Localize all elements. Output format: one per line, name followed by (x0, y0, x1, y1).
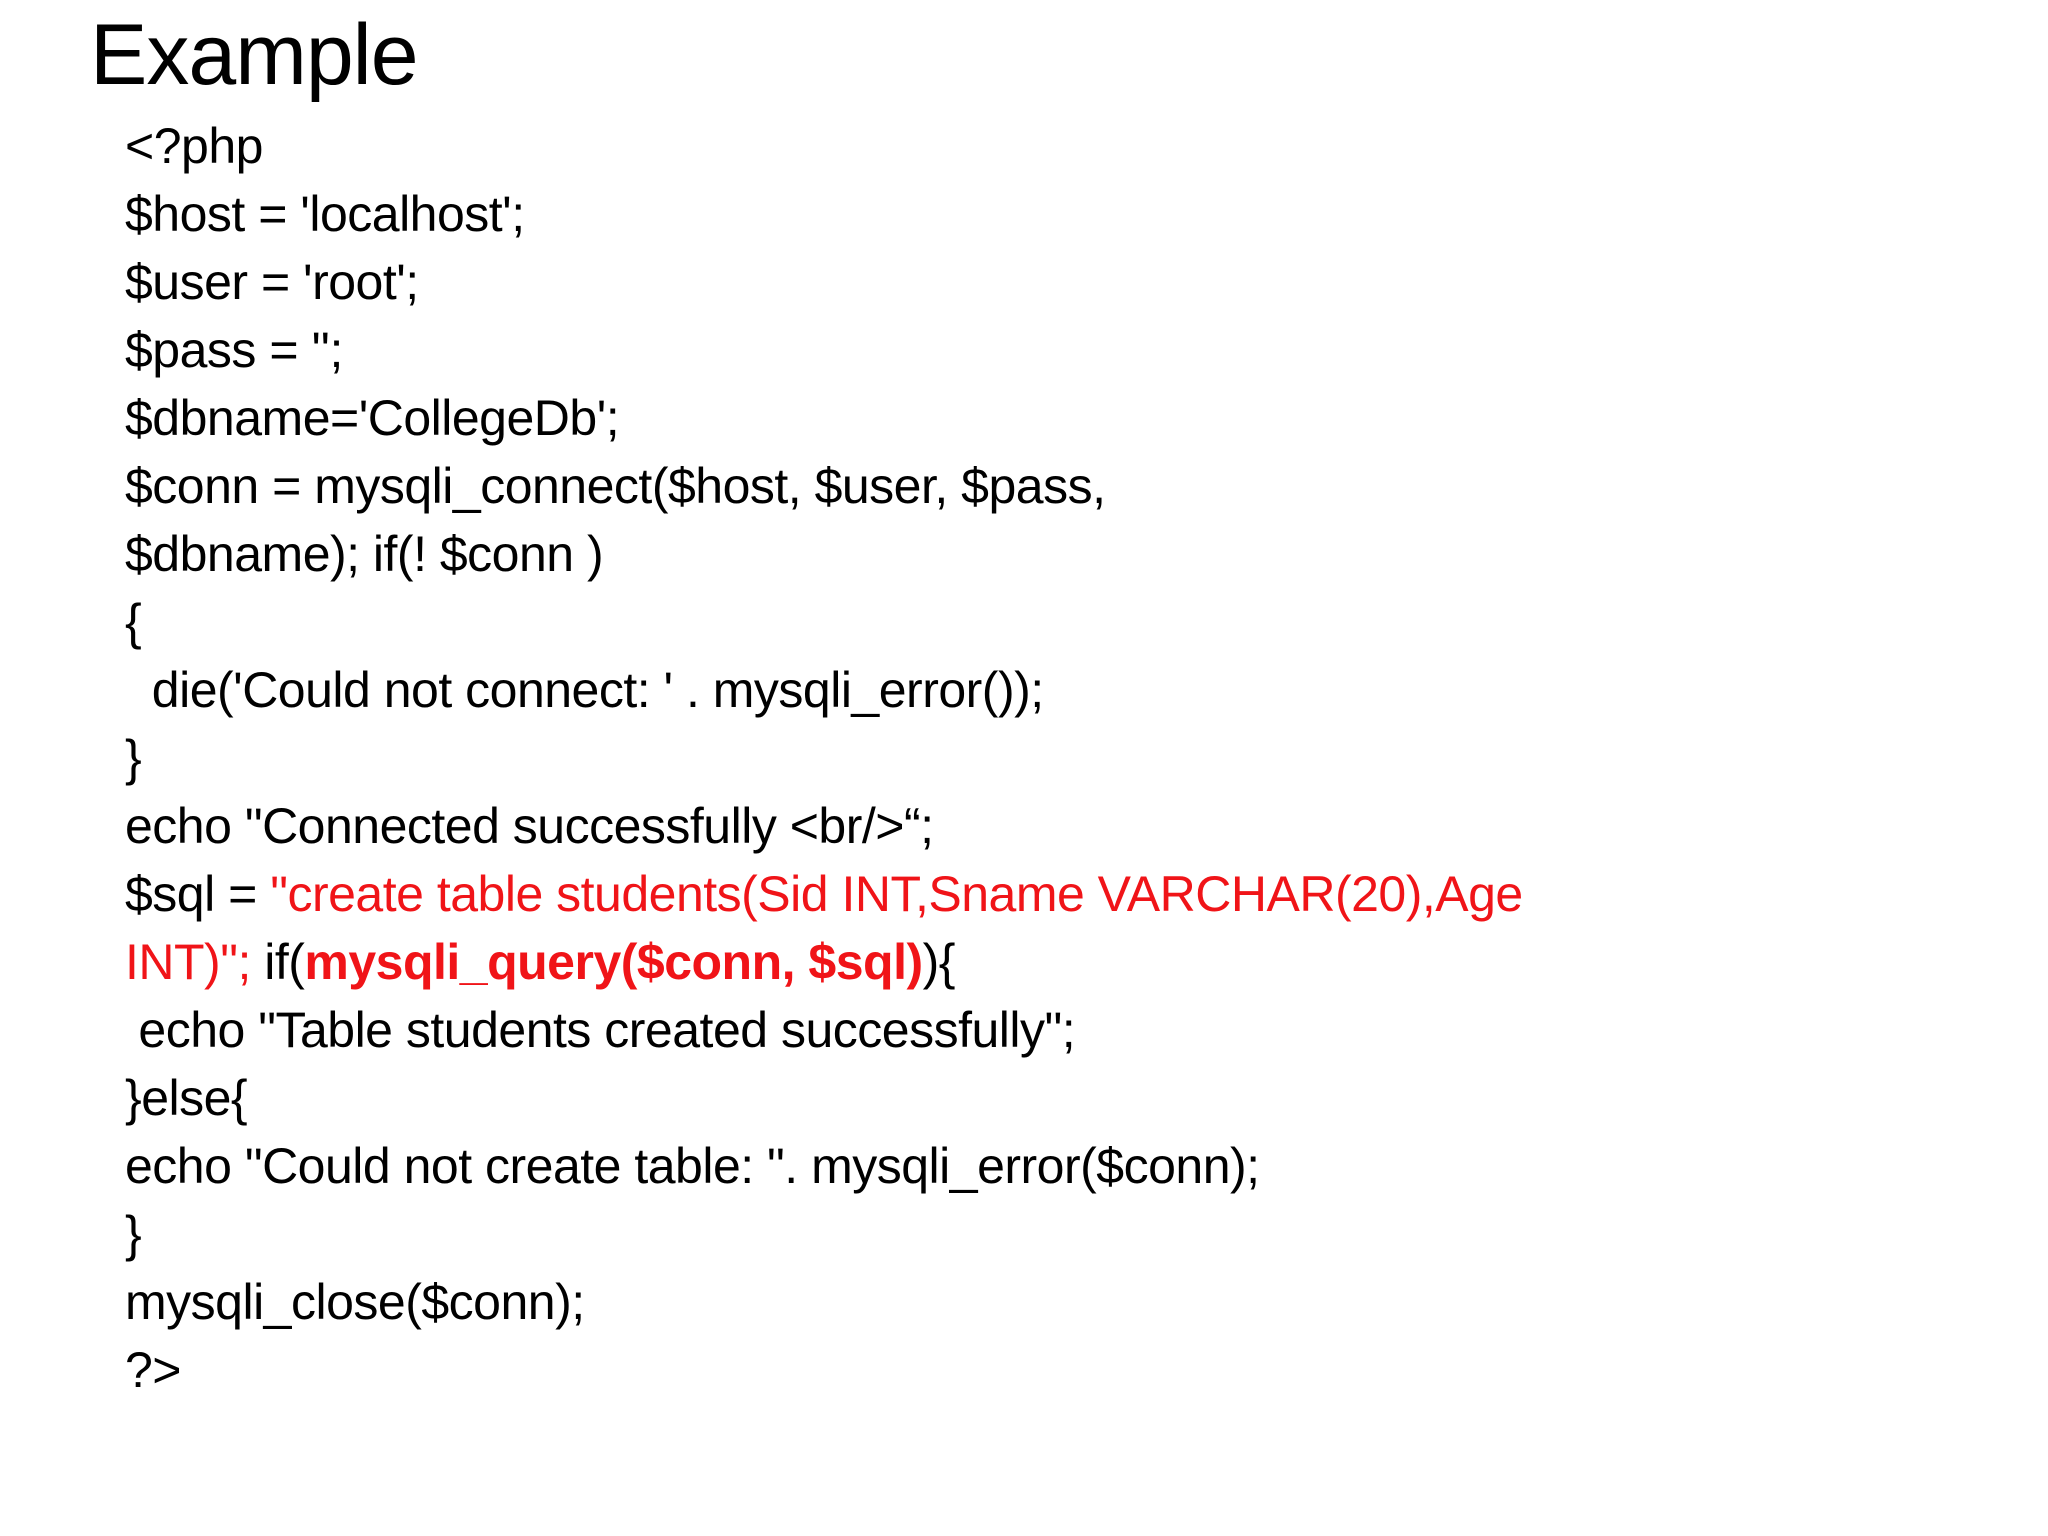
code-segment: { (125, 594, 142, 650)
code-segment: $sql = (125, 866, 271, 922)
page-title: Example (90, 7, 419, 103)
code-segment: ?> (125, 1342, 182, 1398)
code-line: die('Could not connect: ' . mysqli_error… (125, 656, 1523, 724)
code-segment: $dbname='CollegeDb'; (125, 390, 620, 446)
code-segment: echo "Could not create table: ". mysqli_… (125, 1138, 1260, 1194)
code-segment: INT)"; (125, 934, 251, 990)
code-line: <?php (125, 112, 1523, 180)
code-segment: echo "Connected successfully <br/>“; (125, 798, 934, 854)
code-segment: $conn = mysqli_connect($host, $user, $pa… (125, 458, 1106, 514)
code-line: $host = 'localhost'; (125, 180, 1523, 248)
code-segment: mysqli_close($conn); (125, 1274, 585, 1330)
code-segment: "create table students(Sid INT,Sname VAR… (270, 866, 1523, 922)
code-line: mysqli_close($conn); (125, 1268, 1523, 1336)
code-line: }else{ (125, 1064, 1523, 1132)
code-segment: echo "Table students created successfull… (125, 1002, 1076, 1058)
code-line: $pass = ''; (125, 316, 1523, 384)
code-line: ?> (125, 1336, 1523, 1404)
code-line: } (125, 1200, 1523, 1268)
code-line: echo "Connected successfully <br/>“; (125, 792, 1523, 860)
code-segment: if( (250, 934, 305, 990)
code-line: $sql = "create table students(Sid INT,Sn… (125, 860, 1523, 928)
code-segment: $pass = ''; (125, 322, 343, 378)
code-line: echo "Table students created successfull… (125, 996, 1523, 1064)
code-block: <?php $host = 'localhost'; $user = 'root';… (125, 112, 1523, 1404)
code-segment: $user = 'root'; (125, 254, 419, 310)
code-segment: $host = 'localhost'; (125, 186, 525, 242)
code-segment: <?php (125, 118, 263, 174)
code-line: $user = 'root'; (125, 248, 1523, 316)
code-segment: die('Could not connect: ' . mysqli_error… (125, 662, 1044, 718)
code-line: $dbname='CollegeDb'; (125, 384, 1523, 452)
code-segment: mysqli_query($conn, $sql) (304, 934, 923, 990)
code-line: $dbname); if(! $conn ) (125, 520, 1523, 588)
code-line: INT)"; if(mysqli_query($conn, $sql)){ (125, 928, 1523, 996)
code-line: echo "Could not create table: ". mysqli_… (125, 1132, 1523, 1200)
code-line: { (125, 588, 1523, 656)
code-segment: ){ (922, 934, 956, 990)
code-segment: }else{ (125, 1070, 248, 1126)
code-segment: $dbname); if(! $conn ) (125, 526, 604, 582)
code-line: } (125, 724, 1523, 792)
code-line: $conn = mysqli_connect($host, $user, $pa… (125, 452, 1523, 520)
code-segment: } (125, 730, 142, 786)
code-segment: } (125, 1206, 142, 1262)
